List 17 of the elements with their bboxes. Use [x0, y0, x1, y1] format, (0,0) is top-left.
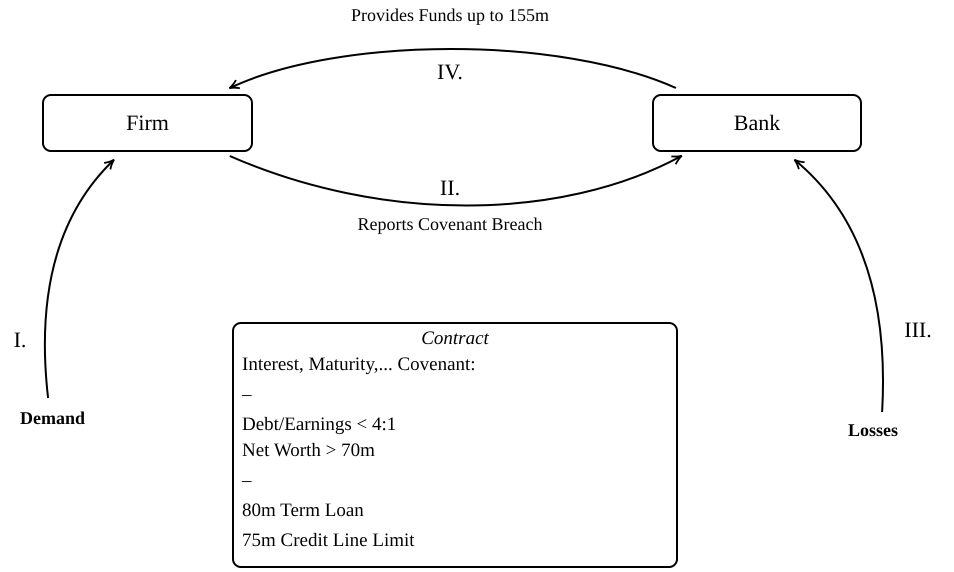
box-label: Bank	[734, 110, 780, 136]
contract-term: 80m Term Loan	[242, 499, 364, 523]
arrow-caption: Reports Covenant Breach	[358, 214, 542, 235]
node-label: Losses	[848, 420, 898, 441]
contract-term: –	[242, 383, 252, 407]
box-heading: Contract	[421, 327, 489, 351]
contract-term: Net Worth > 70m	[242, 439, 375, 463]
contract-term: Debt/Earnings < 4:1	[242, 413, 396, 437]
contract-term: –	[242, 469, 252, 493]
contract-term: Interest, Maturity,... Covenant:	[242, 353, 476, 377]
node-label: Demand	[20, 408, 86, 429]
contract-term: 75m Credit Line Limit	[242, 529, 415, 553]
box-label: Firm	[126, 110, 169, 136]
arrow-caption: Provides Funds up to 155m	[350, 5, 550, 26]
rounded-box	[652, 94, 862, 152]
rounded-box	[42, 94, 253, 152]
contract-box	[232, 322, 678, 568]
